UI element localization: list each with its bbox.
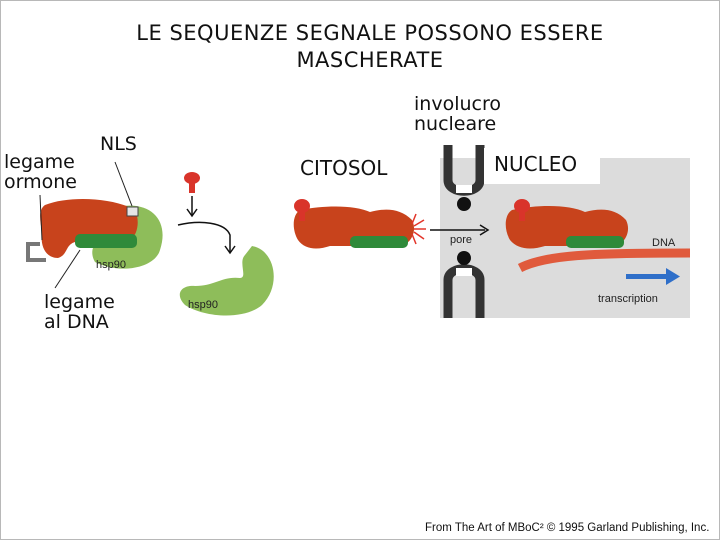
- nuclear-envelope-label: involucro nucleare: [414, 94, 501, 134]
- hormone-nuclear: [514, 199, 530, 213]
- nuclear-envelope: pore: [430, 145, 490, 318]
- hormone-nuclear-stem: [519, 211, 525, 221]
- cytosol-label: CITOSOL: [300, 156, 388, 180]
- activated-receptor-cytosol: [293, 199, 426, 249]
- receptor-hsp90-complex: hsp90: [26, 198, 163, 271]
- ligand-pointer: [39, 194, 43, 241]
- hormone-arrowhead: [186, 208, 198, 218]
- nucleus-label-box: [484, 148, 600, 184]
- dna-strand: [517, 248, 691, 273]
- title-line-2: MASCHERATE: [296, 48, 444, 72]
- nuclear-envelope-line-2: nucleare: [414, 113, 497, 135]
- dna-binding-domain-active: [350, 236, 408, 248]
- hormone-bound-stem: [299, 211, 305, 221]
- ligand-site-pocket: [26, 242, 46, 262]
- hormone-bound: [294, 199, 310, 213]
- transcription-label: transcription: [598, 293, 658, 305]
- nls-marker: [126, 206, 139, 217]
- ligand-binding-line-1: legame: [4, 151, 75, 173]
- title-line-1: LE SEQUENZE SEGNALE POSSONO ESSERE: [136, 21, 604, 45]
- hormone-stem: [189, 183, 195, 193]
- nls-label: NLS: [100, 133, 137, 155]
- transcription-arrow-body: [626, 274, 670, 279]
- pore-protein-lower: [457, 251, 471, 265]
- nls-pointer: [114, 161, 133, 207]
- hormone-binding-step: hsp90: [177, 172, 274, 316]
- slide-title: LE SEQUENZE SEGNALE POSSONO ESSERE MASCH…: [90, 20, 650, 74]
- pore-label: pore: [450, 234, 472, 246]
- release-arrowhead: [224, 245, 236, 255]
- nuclear-envelope-line-1: involucro: [414, 93, 501, 115]
- release-arrow: [177, 221, 231, 252]
- hsp90-free-label: hsp90: [188, 299, 218, 311]
- pore-gap-upper: [456, 185, 472, 193]
- dna-binding-domain: [75, 234, 137, 248]
- pore-gap-lower: [456, 268, 472, 276]
- dna-binding-pointer: [54, 249, 81, 289]
- ligand-binding-label: legame ormone: [4, 152, 77, 192]
- hsp90-released-shape: [179, 246, 274, 316]
- ligand-binding-line-2: ormone: [4, 171, 77, 193]
- dna-label: DNA: [652, 237, 676, 249]
- pore-protein-upper: [457, 197, 471, 211]
- nucleus-label: NUCLEO: [494, 152, 578, 176]
- dna-binding-line-2: al DNA: [44, 311, 109, 333]
- dna-binding-domain-nuclear: [566, 236, 624, 248]
- receptor-in-nucleus: DNA transcription: [505, 199, 691, 305]
- dna-binding-line-1: legame: [44, 291, 115, 313]
- receptor-protein: [40, 198, 138, 258]
- exposed-nls-burst: [411, 213, 426, 245]
- import-arrowhead: [479, 224, 490, 236]
- credit-line: From The Art of MBoC² © 1995 Garland Pub…: [425, 522, 710, 534]
- hsp90-bound-label: hsp90: [96, 259, 126, 271]
- transcription-arrowhead: [666, 268, 680, 285]
- hormone: [184, 172, 200, 184]
- dna-binding-label: legame al DNA: [44, 292, 115, 332]
